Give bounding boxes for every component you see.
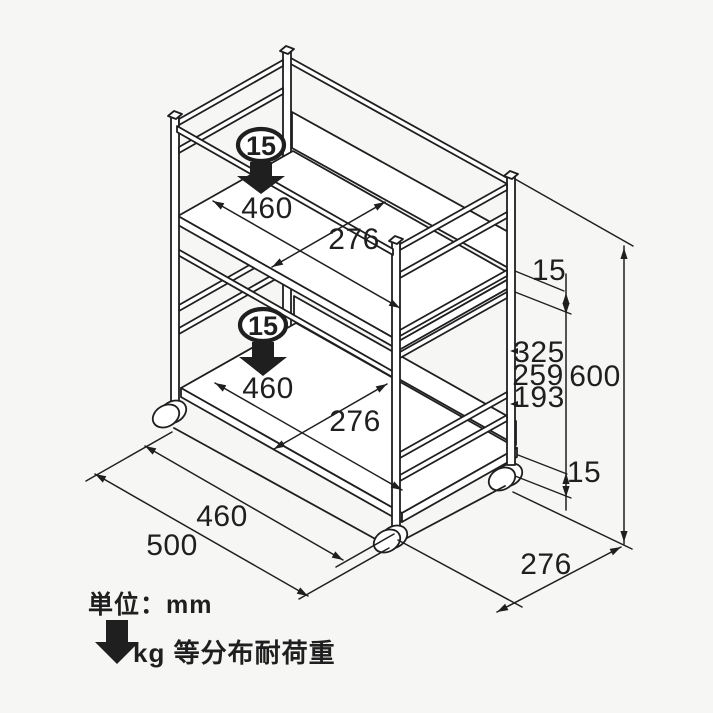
dimension-lines: [85, 178, 634, 613]
overall-depth-label: 276: [520, 548, 572, 581]
front-casters: [151, 399, 409, 554]
bottom-load-arrow-icon: [239, 342, 287, 376]
bottom-shelf-depth-label: 276: [329, 405, 381, 438]
overall-height-label: 600: [569, 360, 621, 393]
inner-width-label: 460: [196, 500, 248, 533]
front-top-rail: [176, 125, 394, 256]
load-note: kg 等分布耐荷重: [133, 638, 336, 668]
overall-width-label: 500: [146, 529, 198, 562]
cart-line-art: [85, 45, 634, 664]
top-shelf-depth-label: 276: [328, 223, 380, 256]
unit-note: 単位：mm: [88, 590, 212, 619]
shelf-height-2-label: 259: [512, 359, 564, 392]
top-shelf-width-label: 460: [241, 192, 293, 225]
footer-load-arrow-icon: [95, 620, 139, 664]
dimension-labels: 15 460 276 15 460 276 15 325 259 193 600…: [88, 131, 621, 668]
bottom-gap-label: 15: [567, 456, 601, 489]
bottom-shelf-width-label: 460: [242, 372, 294, 405]
right-frame: [388, 170, 519, 531]
top-shelf-load-badge-value: 15: [246, 131, 276, 161]
shelf-height-3-label: 193: [513, 381, 565, 414]
shelf-height-1-label: 325: [513, 336, 565, 369]
top-gap-label: 15: [532, 254, 566, 287]
top-shelf: [175, 111, 515, 379]
top-load-arrow-icon: [237, 162, 285, 194]
top-load-badge: [235, 126, 287, 164]
left-frame: [167, 59, 284, 406]
bottom-shelf-load-badge-value: 15: [248, 311, 278, 341]
bottom-load-badge: [237, 306, 289, 344]
